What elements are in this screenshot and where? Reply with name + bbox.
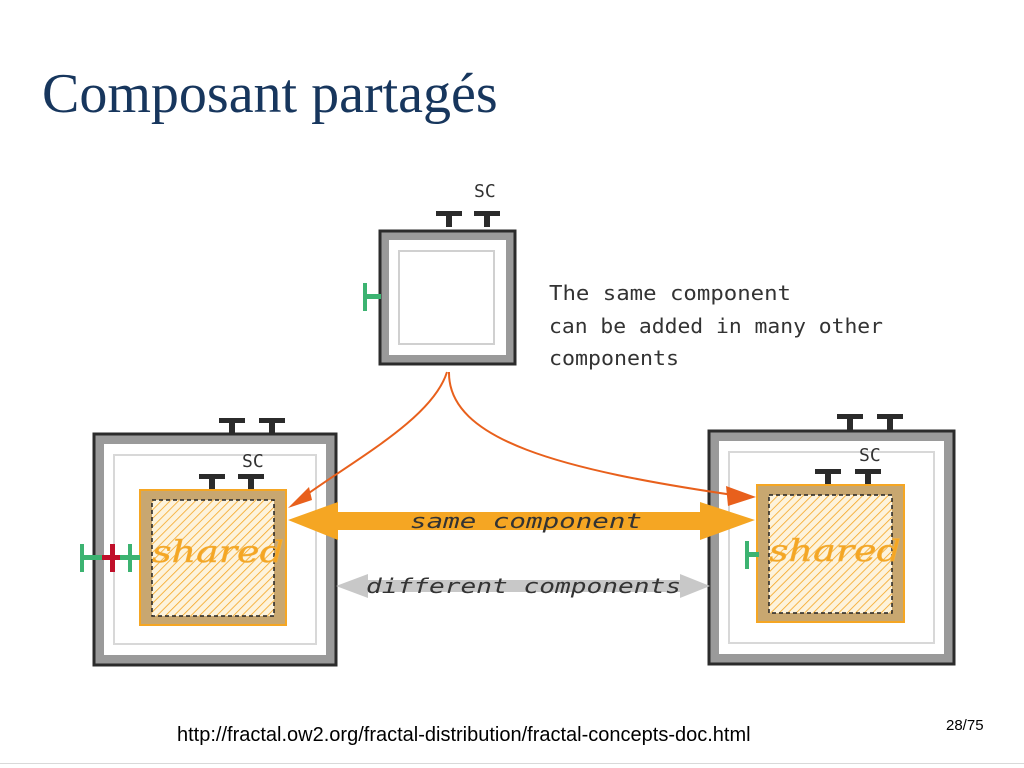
right-sc-label: SC [859, 445, 881, 466]
slide-title: Composant partagés [42, 63, 498, 125]
different-components-arrow: different components [336, 574, 710, 598]
top-shared-component: SC [363, 181, 517, 366]
note-line-3: components [549, 346, 679, 370]
page-number: 28/75 [946, 717, 984, 734]
right-server-interface-icon [745, 541, 759, 569]
sharing-curves [288, 371, 756, 508]
left-sc-label: SC [242, 451, 264, 472]
left-binding-interfaces-icon [80, 544, 140, 572]
right-outer-control-interfaces-icon [837, 414, 903, 431]
left-outer-control-interfaces-icon [219, 418, 285, 435]
note-line-1: The same component [549, 281, 791, 305]
curve-right-arrowhead [726, 486, 756, 506]
different-components-label: different components [366, 574, 681, 598]
curve-to-right-shared [447, 371, 741, 497]
right-shared-label: shared [769, 534, 901, 569]
left-shared-component: shared [139, 489, 287, 626]
left-shared-label: shared [152, 535, 284, 570]
right-composite-component: SC shared [707, 414, 956, 666]
source-url[interactable]: http://fractal.ow2.org/fractal-distribut… [177, 724, 751, 746]
right-shared-component: shared [756, 484, 905, 623]
top-server-interface-icon [363, 283, 381, 311]
note-line-2: can be added in many other [549, 314, 883, 338]
footer-divider [0, 763, 1024, 764]
right-shared-control-interfaces-icon [815, 469, 881, 485]
left-shared-control-interfaces-icon [199, 474, 264, 490]
curve-to-left-shared [294, 371, 448, 504]
same-component-label: same component [410, 509, 642, 533]
top-sc-label: SC [474, 181, 496, 202]
top-control-interfaces-icon [436, 211, 500, 227]
curve-left-arrowhead [288, 487, 312, 508]
left-composite-component: SC shared [80, 418, 338, 667]
same-component-arrow: same component [288, 502, 755, 540]
